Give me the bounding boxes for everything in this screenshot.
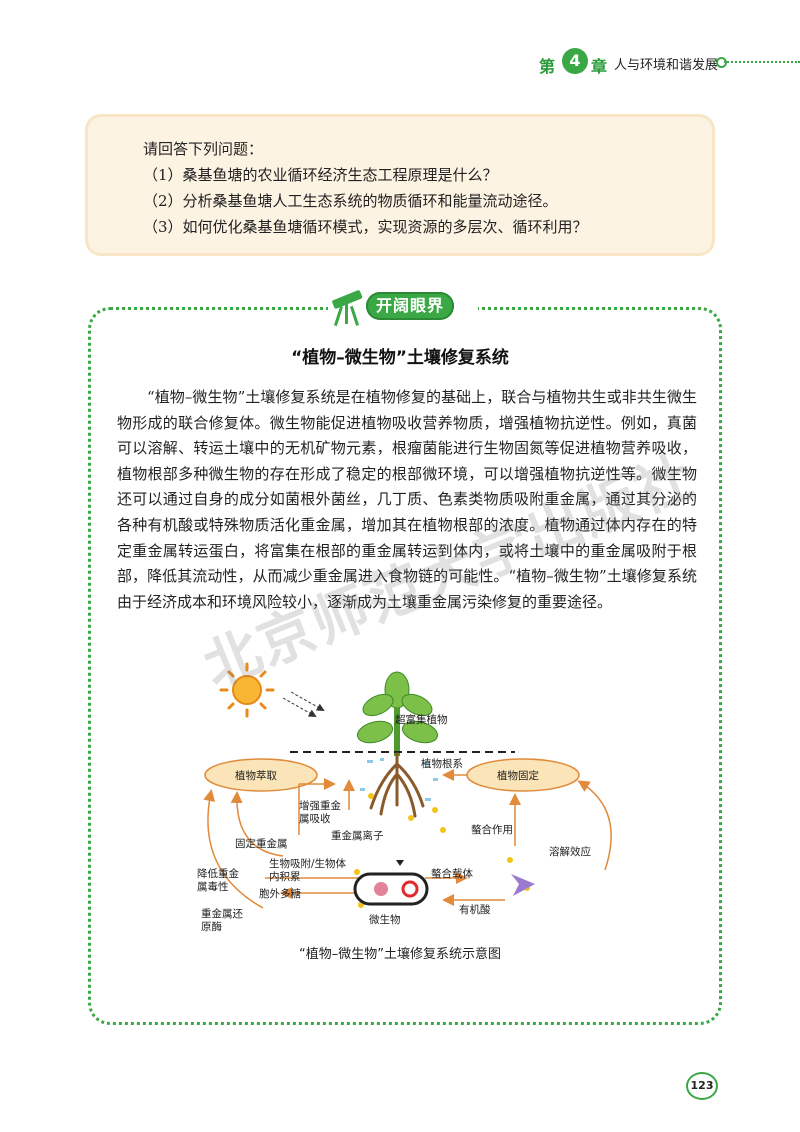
label-microbe: 微生物	[369, 914, 401, 926]
section-badge-wrap: 开阔眼界	[328, 286, 478, 328]
label-metal-reductase: 重金属还原酶	[201, 908, 243, 933]
remediation-diagram: 超富集植物 植物萃取 植物固定 植物根系 增强重金属吸收 重金属离子 固定重金属…	[175, 660, 635, 940]
question-box: 请回答下列问题： （1）桑基鱼塘的农业循环经济生态工程原理是什么？ （2）分析桑…	[85, 114, 715, 256]
question-item: （2）分析桑基鱼塘人工生态系统的物质循环和能量流动途径。	[143, 192, 558, 210]
sun-icon	[219, 662, 275, 718]
label-chelate-carrier: 螯合载体	[431, 868, 473, 880]
chapter-suffix: 章	[591, 57, 608, 76]
chapter-header: 第 4 章 人与环境和谐发展	[0, 48, 800, 78]
section-badge: 开阔眼界	[366, 292, 455, 320]
label-bio-adsorption: 生物吸附/生物体内积累	[269, 858, 347, 883]
question-item: （1）桑基鱼塘的农业循环经济生态工程原理是什么？	[143, 166, 498, 184]
question-item: （3）如何优化桑基鱼塘循环模式，实现资源的多层次、循环利用？	[143, 218, 588, 236]
diagram-caption: “植物–微生物”土壤修复系统示意图	[299, 947, 501, 962]
diagram-graphics	[203, 662, 612, 909]
label-dissolution: 溶解效应	[549, 846, 591, 858]
article-title: “植物–微生物”土壤修复系统	[291, 348, 509, 368]
question-intro: 请回答下列问题：	[143, 140, 264, 158]
label-enhance-uptake: 增强重金属吸收	[299, 800, 341, 825]
label-reduce-toxicity: 降低重金属毒性	[197, 868, 239, 893]
label-phytoextraction: 植物萃取	[235, 770, 277, 782]
article-paragraph: “植物–微生物”土壤修复系统是在植物修复的基础上，联合与植物共生或非共生微生物形…	[117, 388, 697, 611]
chapter-title: 人与环境和谐发展	[614, 58, 719, 73]
label-metal-ions: 重金属离子	[331, 830, 384, 842]
chapter-prefix: 第	[539, 57, 556, 76]
label-organic-acid: 有机酸	[459, 904, 491, 916]
telescope-icon	[332, 290, 363, 327]
chapter-number-badge: 4	[562, 48, 588, 74]
label-fix-metal: 固定重金属	[235, 838, 288, 850]
label-chelation: 螯合作用	[471, 824, 513, 836]
header-dotted-rule	[724, 61, 800, 63]
label-root: 植物根系	[421, 758, 463, 770]
page-number: 123	[686, 1072, 718, 1100]
label-eps: 胞外多糖	[259, 888, 301, 900]
microbe-cell-icon	[353, 860, 429, 906]
label-phytostabilization: 植物固定	[497, 770, 539, 782]
label-hyperaccumulator: 超富集植物	[395, 714, 448, 726]
